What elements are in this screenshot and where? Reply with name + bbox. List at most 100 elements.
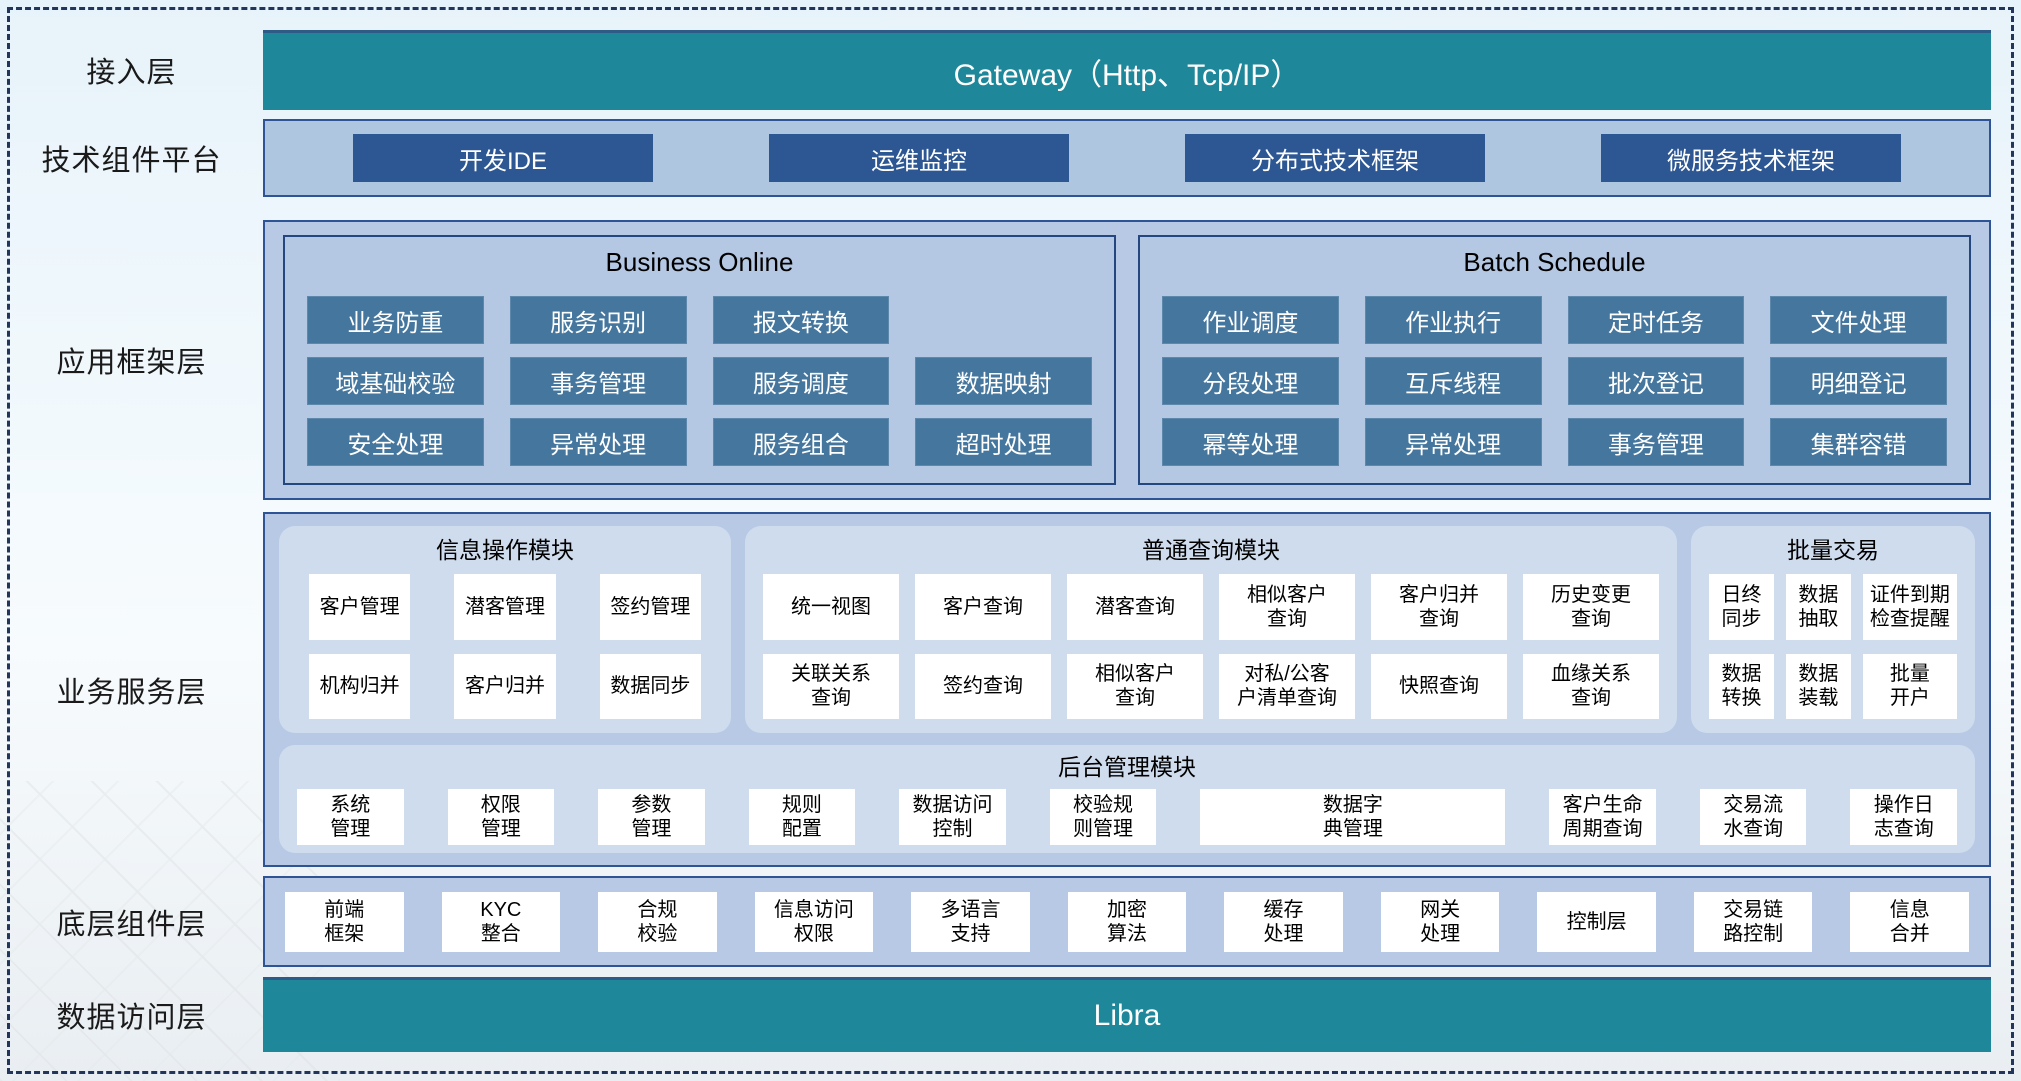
access-layer-row: 接入层 Gateway（Http、Tcp/IP） bbox=[0, 30, 2021, 110]
service-item: 数据字 典管理 bbox=[1200, 789, 1506, 845]
service-item: 系统 管理 bbox=[297, 789, 404, 845]
info-operation-row1: 客户管理潜客管理签约管理 bbox=[297, 574, 713, 640]
layer-label-access: 接入层 bbox=[86, 57, 177, 89]
batch-schedule-panel: Batch Schedule 作业调度作业执行定时任务文件处理 分段处理互斥线程… bbox=[1138, 235, 1971, 485]
service-item: 数据 装载 bbox=[1785, 653, 1851, 719]
batch-schedule-row2: 分段处理互斥线程批次登记明细登记 bbox=[1162, 357, 1947, 405]
service-item: 交易流 水查询 bbox=[1699, 789, 1807, 845]
layer-label-base-component: 底层组件层 bbox=[56, 908, 207, 941]
batch-schedule-row1: 作业调度作业执行定时任务文件处理 bbox=[1162, 296, 1947, 344]
component-item: 加密 算法 bbox=[1067, 891, 1187, 952]
service-item: 签约管理 bbox=[599, 574, 701, 640]
framework-item: 服务识别 bbox=[509, 296, 687, 344]
framework-item: 作业执行 bbox=[1364, 296, 1542, 344]
service-item: 日终 同步 bbox=[1709, 574, 1774, 640]
framework-item: 集群容错 bbox=[1770, 418, 1947, 466]
batch-schedule-title: Batch Schedule bbox=[1463, 247, 1646, 277]
component-item: 网关 处理 bbox=[1380, 891, 1500, 952]
service-item: 权限 管理 bbox=[447, 789, 555, 845]
framework-item: 幂等处理 bbox=[1162, 418, 1339, 466]
service-item: 规则 配置 bbox=[748, 789, 856, 845]
service-item: 客户归并 bbox=[454, 653, 556, 719]
component-item: 前端 框架 bbox=[285, 891, 404, 952]
framework-item: 域基础校验 bbox=[307, 357, 484, 405]
framework-item: 服务组合 bbox=[712, 418, 890, 466]
layer-label-tech-platform: 技术组件平台 bbox=[41, 145, 222, 177]
info-operation-row2: 机构归并客户归并数据同步 bbox=[297, 653, 713, 719]
batch-trade-module: 批量交易 日终 同步数据 抽取证件到期 检查提醒 数据 转换数据 装载批量 开户 bbox=[1691, 526, 1975, 733]
service-item: 证件到期 检查提醒 bbox=[1862, 574, 1957, 640]
service-item: 相似客户 查询 bbox=[1067, 653, 1203, 719]
app-framework-row: 应用框架层 Business Online 业务防重服务识别报文转换 域基础校验… bbox=[0, 220, 2021, 500]
service-item: 对私/公客 户清单查询 bbox=[1219, 653, 1355, 719]
component-item: 合规 校验 bbox=[598, 891, 717, 952]
tech-component-item: 分布式技术框架 bbox=[1185, 134, 1485, 182]
batch-schedule-row3: 幂等处理异常处理事务管理集群容错 bbox=[1162, 418, 1947, 466]
framework-item: 事务管理 bbox=[509, 357, 687, 405]
service-item: 历史变更 查询 bbox=[1523, 574, 1659, 640]
framework-item: 分段处理 bbox=[1162, 357, 1339, 405]
tech-component-item: 运维监控 bbox=[769, 134, 1069, 182]
framework-item: 异常处理 bbox=[509, 418, 687, 466]
batch-trade-row1: 日终 同步数据 抽取证件到期 检查提醒 bbox=[1709, 574, 1957, 640]
app-framework-panel: Business Online 业务防重服务识别报文转换 域基础校验事务管理服务… bbox=[263, 220, 1991, 500]
service-item: 批量 开户 bbox=[1862, 653, 1957, 719]
service-item: 校验规 则管理 bbox=[1049, 789, 1157, 845]
component-item: 交易链 路控制 bbox=[1693, 891, 1813, 952]
framework-item: 明细登记 bbox=[1770, 357, 1947, 405]
service-item: 签约查询 bbox=[915, 653, 1051, 719]
framework-item: 报文转换 bbox=[712, 296, 890, 344]
framework-item: 批次登记 bbox=[1567, 357, 1745, 405]
info-operation-title: 信息操作模块 bbox=[436, 537, 574, 563]
service-item: 机构归并 bbox=[309, 653, 411, 719]
component-item: 信息 合并 bbox=[1850, 891, 1970, 952]
layer-label-app-framework: 应用框架层 bbox=[56, 347, 207, 379]
service-item: 数据同步 bbox=[599, 653, 701, 719]
framework-item: 互斥线程 bbox=[1364, 357, 1542, 405]
service-item: 相似客户 查询 bbox=[1219, 574, 1355, 640]
tech-component-item: 微服务技术框架 bbox=[1601, 134, 1901, 182]
tech-platform-row: 技术组件平台 开发IDE 运维监控 分布式技术框架 微服务技术框架 bbox=[0, 119, 2021, 197]
service-item: 客户归并 查询 bbox=[1371, 574, 1507, 640]
business-online-panel: Business Online 业务防重服务识别报文转换 域基础校验事务管理服务… bbox=[283, 235, 1116, 485]
service-item: 血缘关系 查询 bbox=[1523, 653, 1659, 719]
business-online-row3: 安全处理异常处理服务组合超时处理 bbox=[307, 418, 1092, 466]
layer-label-business-service: 业务服务层 bbox=[56, 676, 207, 709]
service-item: 数据 抽取 bbox=[1785, 574, 1851, 640]
gateway-bar: Gateway（Http、Tcp/IP） bbox=[263, 30, 1991, 110]
tech-platform-panel: 开发IDE 运维监控 分布式技术框架 微服务技术框架 bbox=[263, 119, 1991, 197]
component-item: 多语言 支持 bbox=[911, 891, 1030, 952]
framework-item: 数据映射 bbox=[915, 357, 1092, 405]
admin-management-module: 后台管理模块 系统 管理权限 管理参数 管理规则 配置数据访问 控制校验规 则管… bbox=[279, 745, 1975, 853]
service-item: 参数 管理 bbox=[598, 789, 705, 845]
service-item: 数据访问 控制 bbox=[899, 789, 1006, 845]
common-query-module: 普通查询模块 统一视图客户查询潜客查询相似客户 查询客户归并 查询历史变更 查询… bbox=[745, 526, 1677, 733]
framework-item: 定时任务 bbox=[1567, 296, 1745, 344]
business-online-title: Business Online bbox=[605, 247, 794, 277]
admin-management-row: 系统 管理权限 管理参数 管理规则 配置数据访问 控制校验规 则管理数据字 典管… bbox=[297, 789, 1958, 845]
business-service-row: 业务服务层 信息操作模块 客户管理潜客管理签约管理 机构归并客户归并数据同步 bbox=[0, 512, 2021, 867]
data-access-row: 数据访问层 Libra bbox=[0, 977, 2021, 1052]
common-query-row1: 统一视图客户查询潜客查询相似客户 查询客户归并 查询历史变更 查询 bbox=[763, 574, 1659, 640]
layer-label-data-access: 数据访问层 bbox=[56, 1001, 207, 1034]
common-query-row2: 关联关系 查询签约查询相似客户 查询对私/公客 户清单查询快照查询血缘关系 查询 bbox=[763, 653, 1659, 719]
framework-item: 文件处理 bbox=[1770, 296, 1947, 344]
service-item: 快照查询 bbox=[1371, 653, 1507, 719]
service-item: 客户管理 bbox=[309, 574, 411, 640]
tech-component-item: 开发IDE bbox=[353, 134, 653, 182]
batch-trade-row2: 数据 转换数据 装载批量 开户 bbox=[1709, 653, 1957, 719]
service-item: 潜客管理 bbox=[454, 574, 556, 640]
component-item: 控制层 bbox=[1537, 891, 1656, 952]
business-service-panel: 信息操作模块 客户管理潜客管理签约管理 机构归并客户归并数据同步 普通查询模块 bbox=[263, 512, 1991, 867]
component-item: KYC 整合 bbox=[441, 891, 561, 952]
business-online-row2: 域基础校验事务管理服务调度数据映射 bbox=[307, 357, 1092, 405]
service-item: 数据 转换 bbox=[1709, 653, 1774, 719]
service-item: 客户查询 bbox=[915, 574, 1051, 640]
framework-item: 安全处理 bbox=[307, 418, 484, 466]
service-item: 潜客查询 bbox=[1067, 574, 1203, 640]
framework-item: 超时处理 bbox=[915, 418, 1092, 466]
component-item: 缓存 处理 bbox=[1224, 891, 1343, 952]
framework-item: 服务调度 bbox=[712, 357, 890, 405]
libra-bar: Libra bbox=[263, 977, 1991, 1052]
framework-item: 异常处理 bbox=[1364, 418, 1542, 466]
